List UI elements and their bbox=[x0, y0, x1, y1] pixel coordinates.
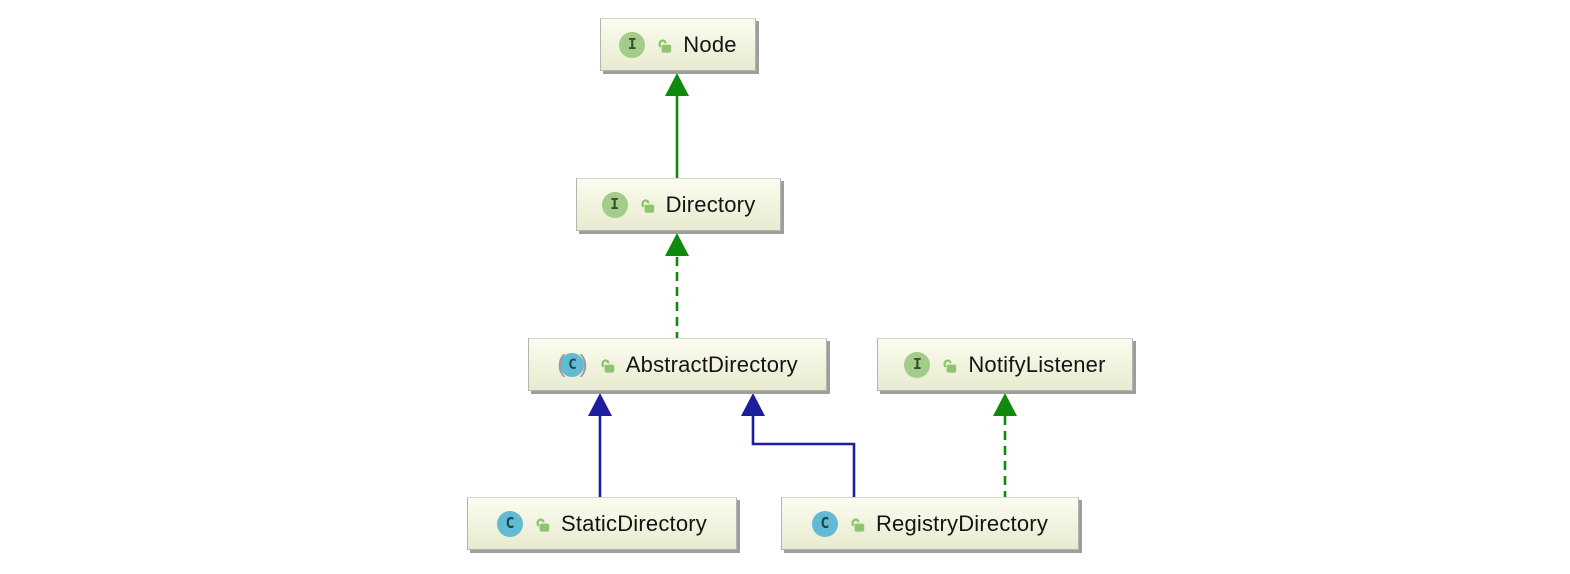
abstract-paren-open: ( bbox=[557, 350, 566, 378]
edge-registrydirectory-implements-notifylistener[interactable] bbox=[993, 393, 1017, 497]
public-lock-icon bbox=[601, 358, 614, 373]
interface-icon-letter: I bbox=[912, 355, 922, 373]
abstract-paren-close: ) bbox=[579, 350, 588, 378]
interface-icon: I bbox=[601, 191, 628, 218]
class-label: Directory bbox=[665, 191, 756, 217]
class-icon: C bbox=[496, 510, 523, 537]
class-node-directory[interactable]: I Directory bbox=[576, 178, 781, 231]
public-lock-icon bbox=[658, 38, 672, 53]
edge-directory-extends-node[interactable] bbox=[665, 73, 689, 178]
edge-abstractdirectory-implements-directory[interactable] bbox=[665, 233, 689, 338]
class-icon-letter: C bbox=[568, 356, 577, 373]
class-label: AbstractDirectory bbox=[625, 351, 798, 377]
class-node-node[interactable]: I Node bbox=[600, 18, 756, 71]
edge-registrydirectory-extends-abstractdirectory[interactable] bbox=[741, 393, 856, 497]
interface-icon-letter: I bbox=[610, 195, 620, 213]
abstract-class-icon: ( C ) bbox=[557, 352, 588, 377]
class-node-abstract-directory[interactable]: ( C ) AbstractDirectory bbox=[528, 338, 827, 391]
class-icon: C bbox=[811, 510, 838, 537]
class-node-registry-directory[interactable]: C RegistryDirectory bbox=[781, 497, 1079, 550]
edge-staticdirectory-extends-abstractdirectory[interactable] bbox=[588, 393, 612, 497]
class-node-static-directory[interactable]: C StaticDirectory bbox=[467, 497, 737, 550]
class-node-notify-listener[interactable]: I NotifyListener bbox=[877, 338, 1133, 391]
class-label: RegistryDirectory bbox=[875, 510, 1049, 536]
public-lock-icon bbox=[640, 198, 654, 213]
interface-icon-letter: I bbox=[627, 35, 637, 53]
class-label: StaticDirectory bbox=[560, 510, 708, 536]
public-lock-icon bbox=[536, 517, 550, 532]
class-icon-letter: C bbox=[505, 514, 515, 532]
interface-icon: I bbox=[619, 31, 646, 58]
public-lock-icon bbox=[943, 358, 957, 373]
class-label: Node bbox=[683, 31, 737, 57]
interface-icon: I bbox=[904, 351, 931, 378]
class-icon-letter: C bbox=[820, 514, 830, 532]
class-label: NotifyListener bbox=[968, 351, 1106, 377]
public-lock-icon bbox=[851, 517, 865, 532]
